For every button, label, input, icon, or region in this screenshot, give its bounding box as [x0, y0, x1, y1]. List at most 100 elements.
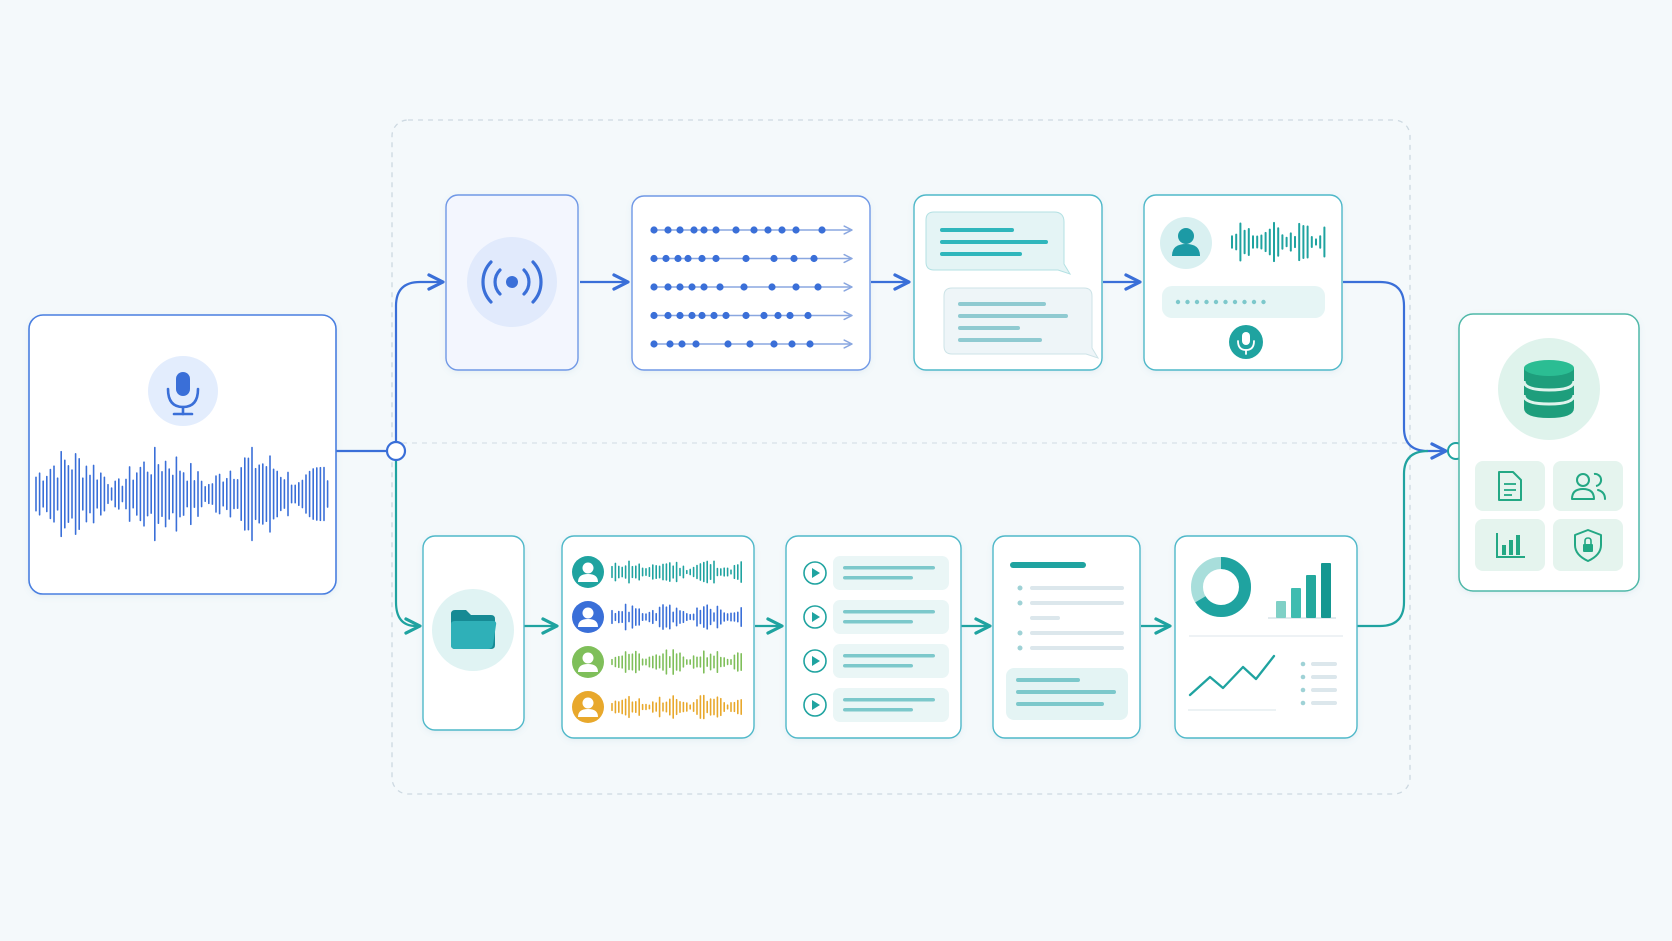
segment-list	[803, 556, 949, 722]
stream-token	[676, 311, 684, 320]
stream-token	[700, 226, 708, 234]
segment-line	[843, 654, 935, 658]
stream-token	[698, 311, 706, 320]
typing-dot	[1213, 299, 1219, 305]
stream-token	[664, 283, 672, 291]
typing-dot	[1261, 299, 1266, 305]
user-icon	[582, 607, 594, 619]
stream-token	[788, 340, 796, 348]
segment-line	[843, 698, 935, 702]
stream-token	[716, 283, 724, 291]
typing-dot	[1223, 299, 1228, 305]
line-chart-icon	[1188, 654, 1337, 711]
stream-token	[790, 254, 798, 263]
audio-input-card	[28, 314, 337, 595]
stream-token	[650, 283, 658, 291]
split-node	[385, 440, 407, 462]
stream-token	[676, 283, 684, 291]
database-icon	[1498, 338, 1600, 440]
speaker-list	[572, 556, 743, 723]
typing-dot	[1175, 299, 1181, 305]
stream-token	[722, 311, 730, 320]
stream-token	[814, 283, 822, 291]
user-icon	[578, 619, 598, 627]
user-icon	[582, 697, 594, 709]
timestamped-segments-card	[785, 535, 962, 739]
stream-token	[724, 340, 732, 348]
stream-token	[760, 311, 768, 320]
user-icon	[578, 664, 598, 672]
stream-token	[710, 311, 718, 320]
segment-line	[843, 664, 913, 668]
live-stream-card	[445, 194, 579, 371]
stream-token	[690, 226, 698, 234]
broadcast-icon	[467, 237, 557, 327]
stream-token	[692, 340, 700, 348]
user-icon	[582, 652, 594, 664]
stream-token	[792, 283, 800, 291]
stream-token	[650, 254, 658, 263]
stream-token	[684, 254, 692, 263]
stream-token	[700, 283, 708, 291]
play-icon	[812, 612, 820, 622]
stream-token	[770, 340, 778, 348]
segment-bar	[833, 600, 949, 634]
bar-chart-icon	[1268, 563, 1336, 619]
stream-token	[742, 311, 750, 320]
stream-token	[650, 340, 658, 348]
segment-line	[843, 566, 935, 570]
stream-token	[818, 226, 826, 234]
bar-chart-icon	[1475, 519, 1545, 571]
user-icon	[578, 574, 598, 582]
stream-token	[678, 340, 686, 348]
document-icon	[1475, 461, 1545, 511]
stream-token	[732, 226, 740, 234]
segment-bar	[833, 644, 949, 678]
stream-token	[650, 226, 658, 234]
segment-line	[843, 576, 913, 580]
connectors	[336, 273, 1448, 635]
microphone-icon	[148, 356, 218, 426]
waveform-icon	[1231, 221, 1326, 263]
analytics-dashboard-card	[1174, 535, 1358, 739]
folder-icon	[432, 589, 514, 671]
users-icon	[1553, 461, 1623, 511]
live-transcript-card	[913, 194, 1103, 371]
waveform-icon	[35, 446, 329, 542]
document-icon	[1006, 562, 1128, 720]
user-icon	[578, 709, 598, 717]
typing-dot	[1185, 299, 1190, 305]
play-icon	[812, 700, 820, 710]
voice-assistant-card	[1143, 194, 1343, 371]
segment-line	[843, 610, 935, 614]
segment-bar	[833, 688, 949, 722]
typing-dot	[1251, 299, 1257, 305]
stream-token	[768, 283, 776, 291]
microphone-icon	[1229, 325, 1263, 359]
stream-token	[674, 254, 682, 263]
speaker-separation-card	[561, 535, 755, 739]
stream-token	[742, 254, 750, 263]
stream-token	[750, 226, 758, 234]
segment-line	[843, 708, 913, 712]
user-icon	[582, 562, 594, 574]
play-icon	[812, 568, 820, 578]
stream-token	[712, 226, 720, 234]
segment-line	[843, 620, 913, 624]
stream-token	[804, 311, 812, 320]
typing-dot	[1242, 299, 1247, 305]
stream-token	[676, 226, 684, 234]
shield-lock-icon	[1553, 519, 1623, 571]
stream-token	[698, 254, 706, 263]
stream-token	[740, 283, 748, 291]
typing-dot	[1204, 299, 1209, 305]
stream-token	[778, 226, 786, 234]
chat-bubble-icon	[943, 287, 1100, 359]
storage-output-card	[1458, 313, 1640, 592]
summary-document-card	[992, 535, 1141, 739]
stream-token	[688, 311, 696, 320]
stream-token	[764, 226, 772, 234]
stream-token	[664, 311, 672, 320]
stream-token	[810, 254, 818, 263]
